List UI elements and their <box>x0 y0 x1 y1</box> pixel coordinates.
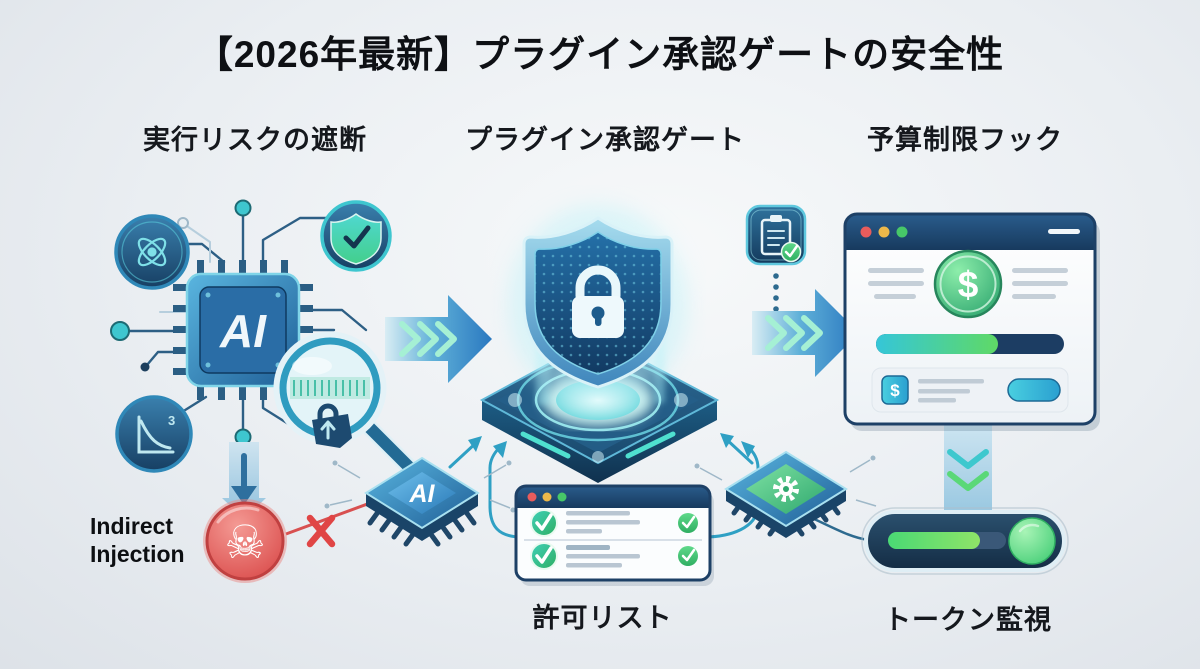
action-pill-button <box>1007 378 1061 402</box>
gear-chip-icon <box>694 450 877 538</box>
titlebar-dash <box>1048 229 1080 234</box>
chevrons-icon <box>765 315 823 351</box>
window-titlebar <box>516 486 710 508</box>
allow-list-row <box>530 509 698 537</box>
section-heading-risk-blocking: 実行リスクの遮断 <box>143 125 367 155</box>
token-monitor-caption: トークン監視 <box>884 605 1052 635</box>
flow-arrow-right <box>752 289 859 377</box>
indirect-injection-label: Indirect Injection <box>90 512 220 568</box>
gear-toggle-connector <box>811 516 869 542</box>
allow-list-row <box>530 542 698 570</box>
cost-card: $ <box>871 367 1069 413</box>
down-chevrons-icon <box>947 449 989 491</box>
budget-progress-bar <box>876 334 1064 354</box>
ai-chip: AI <box>173 260 313 400</box>
svg-text:3: 3 <box>168 413 175 428</box>
flow-arrow-left <box>385 295 492 383</box>
budget-window: $ $ <box>843 212 1100 431</box>
budget-flow-connector <box>944 420 992 518</box>
mini-ai-chip-label: AI <box>409 480 436 508</box>
allow-list-caption: 許可リスト <box>532 603 673 633</box>
section-heading-approval-gate: プラグイン承認ゲート <box>465 125 745 155</box>
indirect-injection-line1: Indirect <box>90 513 174 539</box>
chevrons-icon <box>399 321 457 357</box>
section-heading-budget-hook: 予算制限フック <box>867 125 1063 155</box>
feedback-arrowheads <box>468 433 755 458</box>
threat-flow-arrow <box>222 442 266 519</box>
chart-icon: 3 <box>115 395 193 473</box>
dollar-coin-icon: $ <box>933 249 1003 319</box>
window-titlebar <box>845 214 1095 250</box>
indirect-injection-line2: Injection <box>90 541 185 568</box>
mini-ai-chip: AI <box>324 456 516 547</box>
cost-icon <box>881 375 909 405</box>
dotted-connector <box>773 273 779 312</box>
svg-text:$: $ <box>958 264 979 305</box>
page-title: 【2026年最新】プラグイン承認ゲートの安全性 <box>195 34 1005 75</box>
skull-badge: ☠ <box>203 499 287 583</box>
window-dots <box>860 226 908 238</box>
placeholder-text-lines <box>868 268 1068 299</box>
clipboard-check-icon <box>745 204 807 266</box>
ai-chip-label: AI <box>219 305 267 357</box>
token-toggle <box>861 507 1069 575</box>
allow-list-window <box>514 484 714 586</box>
atom-icon <box>114 214 190 290</box>
skull-icon: ☠ <box>224 516 265 568</box>
shield-lock-icon <box>508 205 688 405</box>
svg-text:$: $ <box>890 381 900 400</box>
shield-check-icon <box>320 200 392 272</box>
lock-icon <box>312 403 352 448</box>
window-dots <box>527 492 567 502</box>
blocked-x-icon <box>306 514 336 548</box>
gear-icon <box>773 476 799 502</box>
